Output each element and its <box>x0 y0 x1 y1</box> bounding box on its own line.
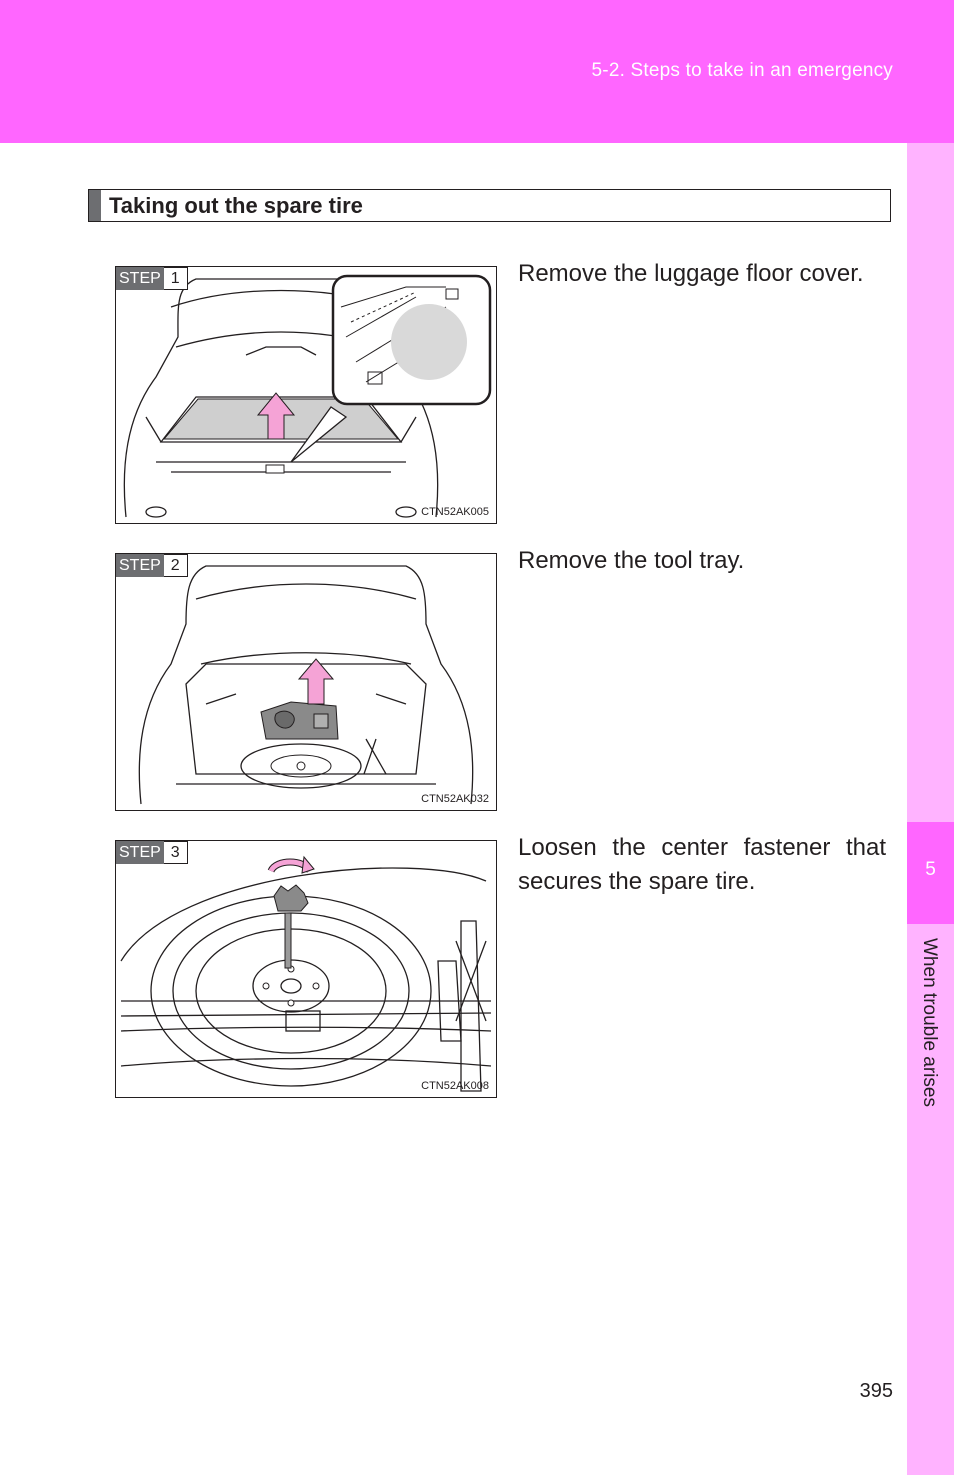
chapter-number-box: 5 <box>907 822 954 924</box>
subheading-box: Taking out the spare tire <box>88 189 891 222</box>
step-number: 2 <box>163 554 188 577</box>
tool-tray-illustration <box>138 565 474 805</box>
step-label: STEP <box>116 554 164 577</box>
figure-code: CTN52AK005 <box>421 506 489 518</box>
figure-code: CTN52AK008 <box>421 1080 489 1092</box>
subheading-title: Taking out the spare tire <box>109 193 363 218</box>
step-label: STEP <box>116 267 164 290</box>
step-3-figure: STEP 3 CTN52AK008 <box>115 840 497 1098</box>
subheading-bar <box>89 190 101 221</box>
section-title: 5-2. Steps to take in an emergency <box>591 60 893 81</box>
step-2-tag: STEP 2 <box>116 554 188 577</box>
spare-tire-fastener-illustration <box>120 855 492 1092</box>
step-2-text: Remove the tool tray. <box>518 547 745 574</box>
step-label: STEP <box>116 841 164 864</box>
page-number: 395 <box>859 1380 893 1402</box>
step-1-figure: STEP 1 CTN52AK00 <box>115 266 497 524</box>
chapter-number: 5 <box>925 859 936 880</box>
step-3-text: Loosen the center fastener that secures … <box>518 834 886 895</box>
chapter-title: When trouble arises <box>919 938 940 1107</box>
step-number: 3 <box>163 841 188 864</box>
step-3-tag: STEP 3 <box>116 841 188 864</box>
trunk-floor-cover-illustration <box>123 274 492 518</box>
header-band: 5-2. Steps to take in an emergency <box>0 0 954 143</box>
step-1-text: Remove the luggage floor cover. <box>518 260 864 287</box>
figure-code: CTN52AK032 <box>421 793 489 805</box>
side-tab <box>907 143 954 1475</box>
step-2-figure: STEP 2 CTN52AK032 <box>115 553 497 811</box>
step-number: 1 <box>163 267 188 290</box>
step-1-tag: STEP 1 <box>116 267 188 290</box>
